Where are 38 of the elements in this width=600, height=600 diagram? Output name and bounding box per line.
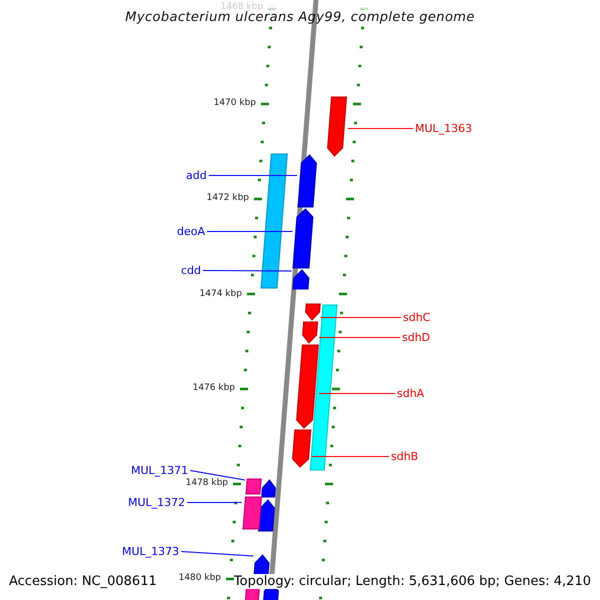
gene-label: sdhA <box>397 387 424 400</box>
gene-label: MUL_1372 <box>128 496 186 509</box>
gene-feature <box>326 96 348 157</box>
gene-label: sdhC <box>403 311 430 324</box>
gene-feature <box>304 303 321 321</box>
leader-line <box>202 270 292 272</box>
leader-line <box>186 502 242 503</box>
gene-feature <box>291 429 312 468</box>
gene-label: MUL_1373 <box>122 545 180 558</box>
leader-line <box>190 470 246 480</box>
leader-line <box>180 551 254 556</box>
scale-label: 1478 kbp <box>186 478 228 489</box>
gene-label: add <box>186 169 207 182</box>
gene-label: sdhD <box>402 331 430 344</box>
gene-feature <box>260 153 288 289</box>
leader-line <box>318 337 400 338</box>
leader-line <box>320 317 402 318</box>
scale-label: 1476 kbp <box>192 383 235 394</box>
gene-label: cdd <box>181 264 202 277</box>
scale-label: 1474 kbp <box>200 289 242 300</box>
accession-text: Accession: NC_008611 <box>9 574 157 589</box>
leader-line <box>206 231 293 232</box>
gene-feature <box>292 269 310 290</box>
leader-line <box>318 393 396 394</box>
gene-label: MUL_1363 <box>415 122 472 135</box>
gene-label: MUL_1371 <box>131 464 188 477</box>
leader-line <box>208 175 298 176</box>
gene-feature <box>301 321 319 344</box>
genome-summary-text: Topology: circular; Length: 5,631,606 bp; Genes: 4,210 <box>234 574 591 589</box>
gene-label: deoA <box>177 225 206 238</box>
gene-label: sdhB <box>391 450 418 463</box>
leader-line <box>347 128 414 129</box>
gene-feature <box>297 154 318 208</box>
title: Mycobacterium ulcerans Agy99, complete genome <box>125 10 475 25</box>
leader-line <box>311 456 390 457</box>
scale-label: 1470 kbp <box>214 98 256 109</box>
scale-label: 1480 kbp <box>178 573 221 584</box>
scale-label: 1472 kbp <box>206 193 249 204</box>
